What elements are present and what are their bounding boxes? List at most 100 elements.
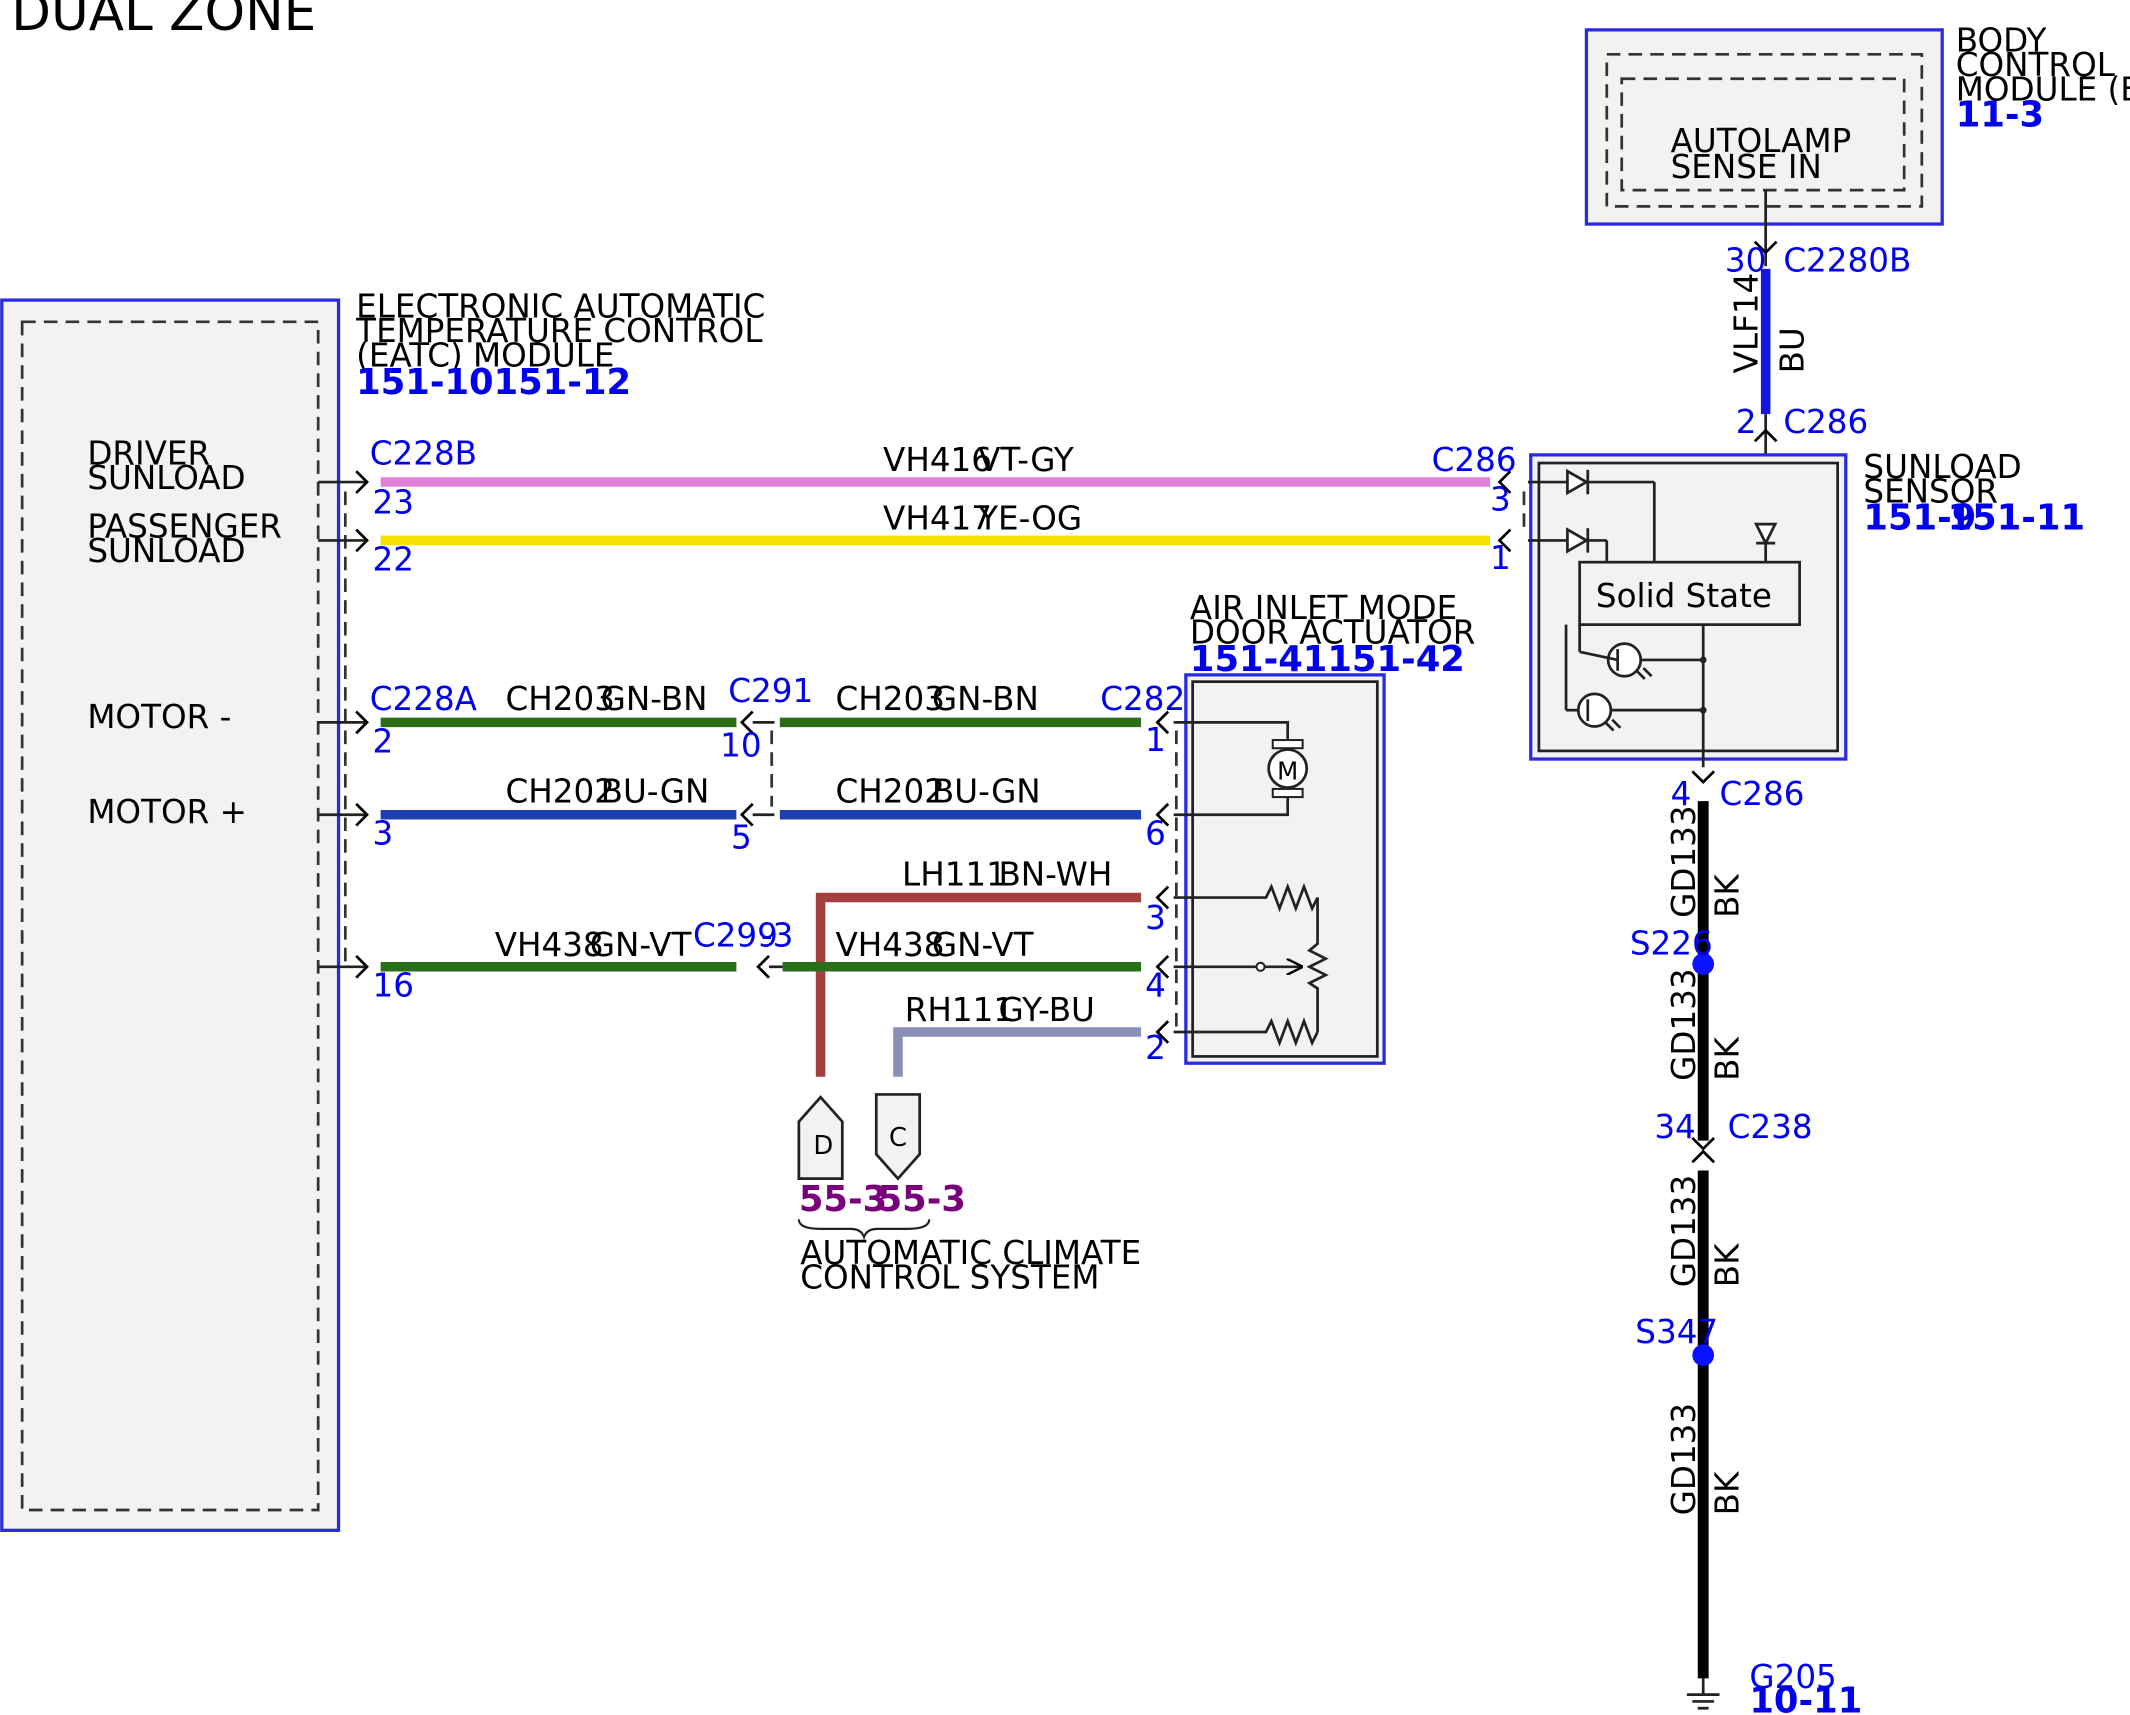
wire-gd133-id: GD133 — [1665, 1403, 1703, 1516]
ground-g205: G205 — [1749, 1658, 1836, 1696]
wire-rh111-id: RH111 — [905, 991, 1014, 1029]
pin-act-1: 1 — [1145, 721, 1166, 759]
connector-c282: C282 — [1100, 680, 1185, 718]
connector-c286-bottom: C286 — [1719, 775, 1804, 813]
wiper-node — [1255, 961, 1266, 972]
wire-gd133-color: BK — [1709, 1470, 1747, 1515]
wire-vlf14-id: VLF14 — [1728, 273, 1766, 374]
connector-c228a: C228A — [370, 680, 478, 718]
connector-arrow — [1497, 470, 1512, 494]
splice-s347 — [1692, 1344, 1715, 1367]
motor-leads — [1173, 721, 1290, 817]
actuator-ref[interactable]: 151-41151-42 — [1190, 639, 1465, 680]
page-title: DUAL ZONE — [11, 0, 316, 43]
wire-rh111 — [893, 1027, 1142, 1077]
wire-ch203-id: CH203 — [836, 680, 945, 718]
motor-icon — [1267, 748, 1309, 789]
wire-gd133-id: GD133 — [1665, 1175, 1703, 1288]
sun-pin4-arrow — [1691, 770, 1716, 785]
sunload-ref-2[interactable]: 151-11 — [1948, 498, 2085, 539]
resistor-icon — [1173, 882, 1319, 913]
offpage-connector-c[interactable]: C 55-3 — [874, 1093, 966, 1220]
connector-arrow — [1155, 954, 1170, 979]
wire-vlf14-color: BU — [1774, 327, 1812, 373]
connector-arrow — [1497, 528, 1512, 553]
connector-c238: C238 — [1728, 1108, 1813, 1146]
pin-34: 34 — [1654, 1108, 1695, 1146]
pin-sun-1: 1 — [1490, 539, 1511, 577]
connector-arrow — [355, 954, 369, 979]
pin-eatc-2: 2 — [372, 722, 393, 760]
ground-ref[interactable]: 10-11 — [1749, 1680, 1862, 1715]
connector-arrow — [355, 528, 369, 553]
connector-arrow — [355, 710, 369, 735]
pin-act-6: 6 — [1145, 815, 1166, 853]
motor-symbol: M — [1277, 756, 1298, 785]
bcm-ref[interactable]: 11-3 — [1956, 94, 2044, 135]
pin-c291-5: 5 — [731, 819, 752, 857]
eatc-ref[interactable]: 151-10151-12 — [356, 362, 631, 403]
offpage-tag-d[interactable] — [797, 1095, 844, 1180]
offpage-connector-d[interactable]: D 55-3 — [797, 1095, 887, 1220]
sunload-ref-1[interactable]: 151-9 — [1863, 498, 1976, 539]
potentiometer-icon — [1306, 897, 1329, 1032]
diode-icon — [1566, 527, 1590, 554]
connector-arrow — [1155, 1020, 1170, 1044]
splice-s347-label: S347 — [1635, 1313, 1718, 1351]
offpage-letter-d: D — [813, 1131, 833, 1161]
pin-act-2: 2 — [1145, 1029, 1166, 1067]
motor-shaft — [1271, 787, 1304, 799]
wire-rh111-color: GY-BU — [998, 991, 1094, 1029]
sunload-inner-border — [1537, 461, 1839, 753]
ground-icon — [1686, 1678, 1720, 1710]
connector-c299: C299 — [693, 916, 778, 954]
pin-2: 2 — [1736, 403, 1757, 441]
offpage-ref-c[interactable]: 55-3 — [878, 1179, 966, 1220]
pin-act-4: 4 — [1145, 967, 1166, 1005]
actuator-inner-border — [1191, 680, 1379, 1058]
connector-c228b: C228B — [370, 434, 477, 472]
wire-ch203-color: GN-BN — [932, 680, 1039, 718]
bcm-pin-arrow — [1753, 240, 1778, 255]
wire-ch203-id: CH203 — [506, 680, 615, 718]
wire-vh438-color: GN-VT — [932, 926, 1034, 964]
connector-c286-left: C286 — [1432, 441, 1517, 479]
wire-ch202-id: CH202 — [506, 773, 615, 811]
pin-4: 4 — [1671, 775, 1692, 813]
phototransistor-icon — [1576, 692, 1613, 728]
solid-state-box — [1578, 560, 1801, 626]
offpage-ref-d[interactable]: 55-3 — [799, 1179, 887, 1220]
wire-gd133-color: BK — [1709, 873, 1747, 918]
pin-c299-3: -3 — [761, 916, 793, 954]
connector-c291: C291 — [728, 672, 813, 710]
connector-arrow — [739, 710, 754, 735]
sensor-link — [1579, 650, 1618, 662]
eatc-box — [0, 298, 341, 1532]
wire-gd133-id: GD133 — [1665, 805, 1703, 918]
eatc-dashed-outline — [20, 320, 320, 1512]
wire-vh416-color: VT-GY — [978, 441, 1074, 479]
wire-lh111-color: BN-WH — [998, 855, 1112, 893]
c238-arrow — [1691, 1136, 1716, 1151]
diode-icon — [1566, 468, 1590, 496]
wire-gd133-color: BK — [1709, 1242, 1747, 1287]
pin-eatc-16: 16 — [372, 967, 413, 1005]
pin-act-3: 3 — [1145, 899, 1166, 937]
wire-gd133-color: BK — [1709, 1036, 1747, 1081]
wire-ch202-color: BU-GN — [601, 773, 710, 811]
wire-ch203-color: GN-BN — [601, 680, 708, 718]
offpage-tag-c[interactable] — [874, 1093, 922, 1181]
wire-vh438-id: VH438 — [836, 926, 945, 964]
